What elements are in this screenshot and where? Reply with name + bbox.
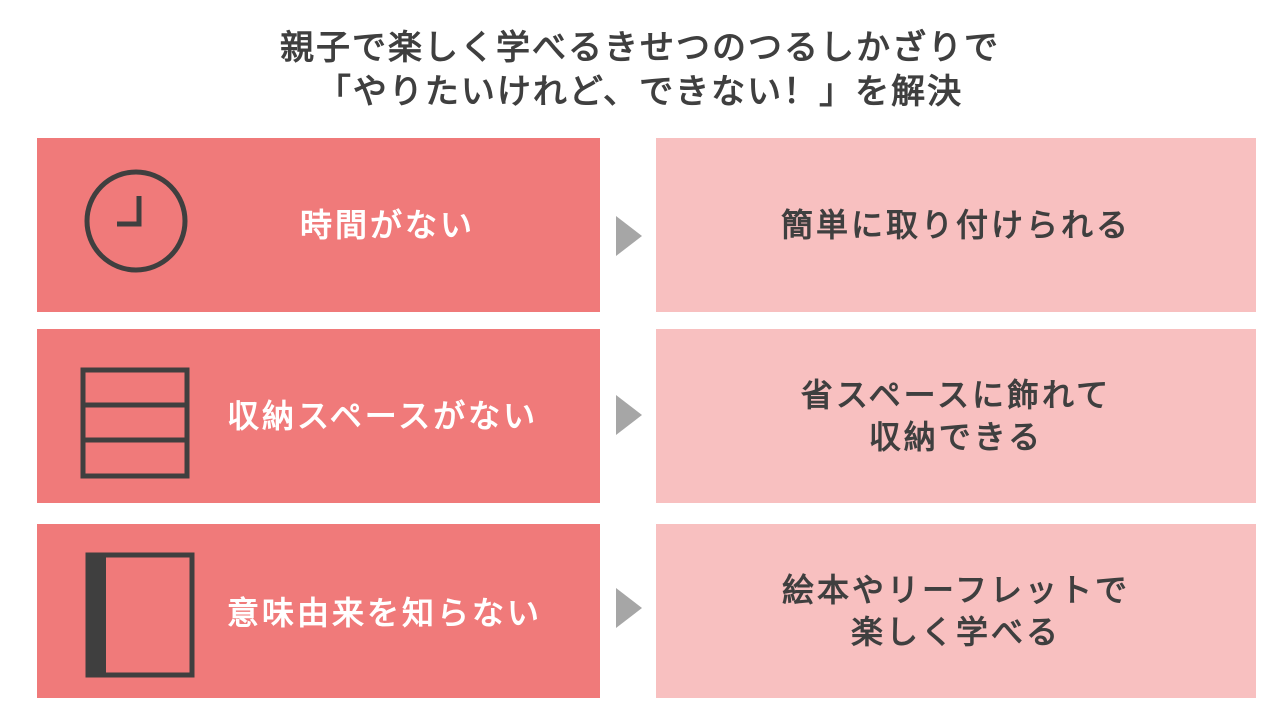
solution-box-easy-install: 簡単に取り付けられる <box>656 138 1256 312</box>
solution-text-space-saving: 省スペースに飾れて 収納できる <box>801 374 1111 458</box>
title-line-1: 親子で楽しく学べるきせつのつるしかざりで <box>280 28 1000 68</box>
solution-line: 省スペースに飾れて <box>800 376 1112 414</box>
arrow-icon-3 <box>616 588 642 628</box>
problem-label-meaning: 意味由来を知らない <box>227 594 543 632</box>
problem-box-time: 時間がない <box>37 138 600 312</box>
solution-box-space-saving: 省スペースに飾れて 収納できる <box>656 329 1256 503</box>
book-icon <box>85 552 195 678</box>
title-line-2: 「やりたいけれど、できない！」を解決 <box>316 72 964 112</box>
solution-line: 楽しく学べる <box>850 613 1061 651</box>
problem-box-storage: 収納スペースがない <box>37 329 600 503</box>
arrow-icon-2 <box>616 395 642 435</box>
page-title: 親子で楽しく学べるきせつのつるしかざりで 「やりたいけれど、できない！」を解決 <box>0 26 1280 114</box>
clock-icon <box>84 169 188 273</box>
solution-text-learn: 絵本やリーフレットで 楽しく学べる <box>782 569 1130 653</box>
arrow-icon-1 <box>616 216 642 256</box>
problem-label-time: 時間がない <box>300 206 476 244</box>
solution-text-easy-install: 簡単に取り付けられる <box>781 204 1131 246</box>
shelf-icon <box>80 367 190 479</box>
solution-box-learn: 絵本やリーフレットで 楽しく学べる <box>656 524 1256 698</box>
solution-line: 簡単に取り付けられる <box>780 206 1131 244</box>
problem-label-storage: 収納スペースがない <box>227 397 539 435</box>
solution-line: 収納できる <box>868 418 1044 456</box>
solution-line: 絵本やリーフレットで <box>781 571 1131 609</box>
problem-box-meaning: 意味由来を知らない <box>37 524 600 698</box>
